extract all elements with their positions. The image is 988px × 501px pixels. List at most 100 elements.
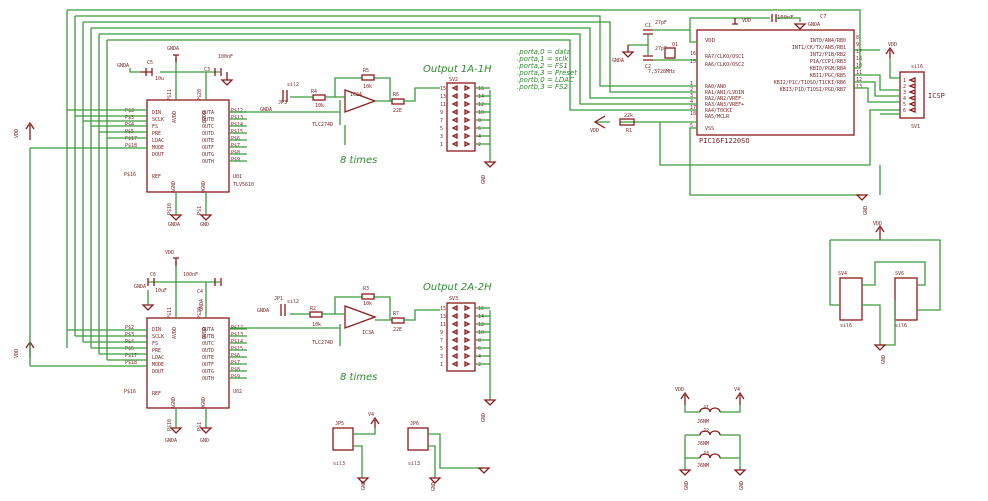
dac2-avdd: AVDD (172, 327, 178, 339)
dac2-pin-num: P$6 (231, 353, 240, 359)
sv1-pin-num: 3 (903, 90, 906, 96)
sv3-pin-mark (451, 336, 471, 344)
opamp1-part: TLC274D (312, 122, 333, 128)
mcu-pin-right: INT1/CK/TX/AN5/RB1 (792, 45, 846, 51)
mcu-pin-num: 5 (690, 123, 693, 129)
sv2-pin-num: 10 (478, 110, 484, 116)
j-gnd-right: GND (739, 481, 745, 490)
output-stage-1: IC2A TLC274D R4 10k R5 10k R6 22E sil2 J… (229, 64, 492, 166)
mcu-pin-left: RA3/AN3/VREF+ (705, 102, 744, 108)
opamp1-label: IC2A (350, 92, 362, 98)
dac1-top-num: P$11 (167, 89, 173, 101)
sv3-pin-mark (451, 360, 471, 368)
dac1-pin-num: P$7 (231, 143, 240, 149)
crystal-osc: 7,3728MHz Q1 C1 27pF C2 27pF GNDA (612, 20, 697, 75)
vdd-left-2: VDD (14, 349, 20, 358)
jp1-label: JP1 (274, 296, 283, 302)
dac2-pin-num: P$13 (231, 332, 243, 338)
dac2-pin-num: P$18 (125, 360, 137, 366)
mcu-pin-left: RA2/AN2/VREF- (705, 96, 744, 102)
jp5-v-symbol: V4 (368, 412, 374, 418)
dac2-vdd: VDD (165, 250, 174, 256)
dac1-pin-num: P$2 (125, 108, 134, 114)
c5-value: 10u (155, 76, 164, 82)
gnd-sv2: GND (481, 175, 487, 184)
output-stage-2: IC3A TLC274D R2 10k R3 10k R7 22E sil2 J… (229, 282, 492, 383)
dac2-pin-outd: OUTD (202, 348, 214, 354)
crystal-value: 7,3728MHz (648, 69, 675, 75)
dac1-pin-outd: OUTD (202, 131, 214, 137)
jp6-value: sil3 (408, 461, 420, 467)
mcu-pin-right: KBI3/P1D/T1OSI/PGD/RB7 (780, 87, 846, 93)
dac1-pin-num: P$12 (231, 108, 243, 114)
c3-value: 100nF (218, 54, 233, 60)
port-map-line: .porta,0 = data (517, 48, 571, 56)
jp3-label: JP3 (278, 100, 287, 106)
dac1-name: U01 (233, 174, 242, 180)
c7-label: C7 (820, 14, 827, 20)
mcu-pin-num: 13 (856, 84, 862, 90)
opamp2-label: IC3A (362, 330, 374, 336)
dac2-pin-ldac: LDAC (152, 355, 164, 361)
dac1-pin-fs: FS (152, 124, 158, 130)
sv3-pin-num: 4 (478, 354, 481, 360)
dac2-ref-pin: REF (152, 391, 161, 397)
sv2-pin-num: 7 (440, 118, 443, 124)
j1-value: J6NM (697, 419, 709, 425)
r5-label: R5 (363, 68, 369, 74)
dac1-dgnd: DGND (201, 181, 207, 193)
mcu-pin-left: RA7/CLKO/OSC1 (705, 54, 744, 60)
gnda-jp1: GNDA (257, 308, 269, 314)
dac2-pin-num: P$17 (125, 353, 137, 359)
sv1-label: SV1 (911, 124, 920, 130)
port-map-line: .porta,1 = sclk (517, 55, 569, 63)
dac1-pin-mode: MODE (152, 145, 164, 151)
sv6-value: sil6 (895, 323, 907, 329)
dac1-avdd: AVDD (172, 111, 178, 123)
mcu-pin-left: RA5/MCLR (705, 114, 730, 120)
mcu-pin-num: 1 (690, 81, 693, 87)
jp6-label: JP6 (410, 421, 419, 427)
dac1-pin-num: P$14 (231, 122, 243, 128)
mcu-pin-right: INT2/P1B/RB2 (810, 52, 846, 58)
sv1-pin-mark (908, 107, 916, 113)
sv3-pin-mark (451, 304, 471, 312)
r1-value: 22k (624, 113, 633, 119)
header-sv4: SV4 sil6 (838, 271, 863, 329)
sv1-pin-mark (908, 83, 916, 89)
dac2-pin-num: P$3 (125, 332, 134, 338)
jp5-label: JP5 (335, 421, 344, 427)
r1-label: R1 (626, 128, 632, 134)
c4-label: C4 (197, 289, 203, 295)
mcu-pic16f1220: VDD RA7/CLKO/OSC116RA6/CLKO/OSC215RA0/AN… (690, 14, 862, 145)
dac2-name: U02 (233, 389, 242, 395)
dac2-gnda-left: GNDA (134, 284, 146, 290)
mcu-supply: VDD GNDA (689, 14, 820, 43)
sv1-pin-num: 4 (903, 96, 906, 102)
sv1-pin-mark (908, 89, 916, 95)
sv2-pin-mark (451, 132, 471, 140)
sv2-label: SV2 (449, 77, 458, 83)
dac2-pin-num: P$14 (231, 339, 243, 345)
opamp2-part: TLC274D (312, 340, 333, 346)
dac1-pin-num: P$4 (125, 122, 134, 128)
j2-value: J6NM (697, 441, 709, 447)
dac2-pin-num: P$15 (231, 346, 243, 352)
j3-label: J3 (703, 451, 709, 457)
dac1-bottom-num: P$10 (167, 203, 173, 215)
port-mapping-notes: .porta,0 = data.porta,1 = sclk.porta,2 =… (517, 48, 577, 91)
dac2-pin-num: P$9 (231, 374, 240, 380)
mcu-vdd-pin: VDD (705, 38, 715, 44)
mcu-pin-num: 4 (690, 99, 693, 105)
output-1-label: Output 1A-1H (423, 64, 492, 75)
sv3-pin-num: 10 (478, 330, 484, 336)
j-gnd-left: GND (684, 481, 690, 490)
c6-value: 10uF (155, 288, 167, 294)
sv2-pin-num: 12 (478, 102, 484, 108)
sv3-pin-mark (451, 344, 471, 352)
dac1-ref-pin: REF (152, 174, 161, 180)
dac2-pin-fs: FS (152, 341, 158, 347)
port-map-line: .porta,3 = Preset (517, 69, 577, 77)
dac1-pin-dout: DOUT (152, 152, 164, 158)
